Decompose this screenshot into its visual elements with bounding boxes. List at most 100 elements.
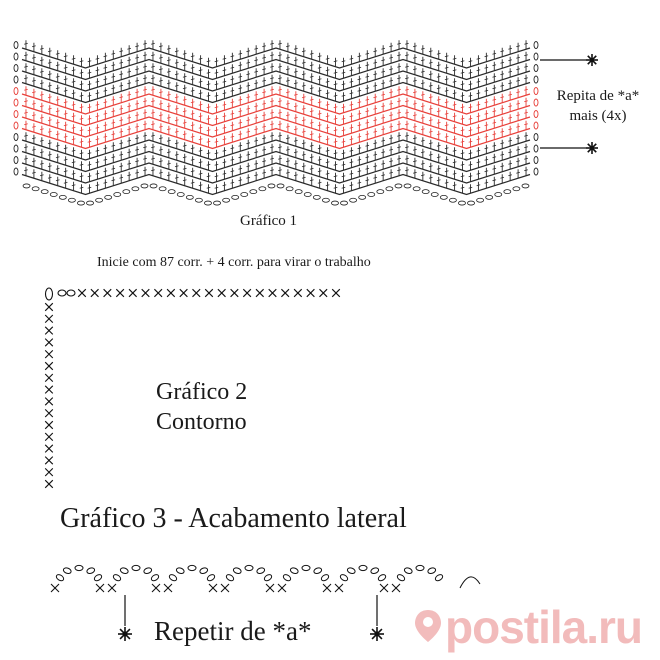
stitch-bar <box>71 184 76 187</box>
stitch-bar <box>55 156 60 159</box>
stitch-bar <box>357 158 362 161</box>
stitch-bar <box>151 100 155 103</box>
stitch-bar <box>278 134 282 137</box>
stitch-bar <box>293 139 298 142</box>
chain-loop <box>263 574 273 582</box>
stitch-bar <box>190 181 195 184</box>
stitch-bar <box>389 79 394 82</box>
stitch-bar <box>71 138 76 141</box>
stitch-bar <box>190 158 195 161</box>
x-stitch <box>154 288 163 298</box>
stitch-bar <box>301 107 306 110</box>
stitch-bar <box>254 59 259 62</box>
stitch-bar <box>341 129 346 132</box>
stitch-bar <box>278 54 282 57</box>
turning-chain <box>533 110 539 118</box>
stitch-bar <box>143 88 147 91</box>
chain-loop <box>494 192 503 197</box>
stitch-bar <box>373 96 378 99</box>
stitch-bar <box>508 70 513 73</box>
stitch-bar <box>174 142 179 145</box>
x-stitch <box>103 288 112 298</box>
chain-loop <box>113 192 122 197</box>
stitch-bar <box>524 54 528 57</box>
stitch-bar <box>206 60 211 63</box>
chain-loop <box>294 189 303 195</box>
stitch-bar <box>47 96 52 99</box>
stitch-bar <box>309 179 314 182</box>
stitch-bar <box>301 176 306 179</box>
stitch-bar <box>476 103 481 106</box>
stitch-bar <box>278 123 282 126</box>
stitch-bar <box>341 71 346 74</box>
stitch-bar <box>468 71 473 74</box>
stitch-bar <box>524 42 528 45</box>
stitch-bar <box>365 110 370 113</box>
stitch-bar <box>500 107 505 110</box>
turning-chain <box>13 52 19 61</box>
stitch-bar <box>405 123 409 126</box>
stitch-bar <box>341 94 346 97</box>
stitch-bar <box>135 137 140 140</box>
stitch-bar <box>190 135 195 138</box>
stitch-bar <box>39 47 44 50</box>
stitch-bar <box>158 160 163 163</box>
stitch-bar <box>182 98 187 101</box>
stitch-bar <box>127 174 132 177</box>
stitch-bar <box>111 98 116 101</box>
chain-loop <box>112 574 122 582</box>
stitch-bar <box>278 111 282 114</box>
chain-loop <box>93 574 103 582</box>
stitch-bar <box>405 111 409 114</box>
turning-chain <box>13 75 19 84</box>
x-stroke <box>230 288 239 298</box>
stitch-bar <box>516 125 521 128</box>
stitch-bar <box>190 101 195 104</box>
x-stitch <box>277 583 287 593</box>
turning-chain <box>533 121 539 130</box>
x-stitch <box>115 288 125 298</box>
chain-loop <box>512 186 521 192</box>
stitch-bar <box>500 165 505 168</box>
stitch-bar <box>397 88 401 91</box>
stitch-bar <box>428 130 433 133</box>
stitch-bar <box>365 52 370 55</box>
stitch-bar <box>246 84 251 87</box>
stitch-bar <box>436 87 441 90</box>
stitch-bar <box>317 89 322 92</box>
stitch-bar <box>111 144 116 147</box>
stitch-bar <box>95 172 100 175</box>
chain-loop <box>427 567 437 575</box>
stitch-bar <box>24 146 28 149</box>
stitch-bar <box>103 66 108 69</box>
stitch-bar <box>420 151 425 154</box>
stitch-bar <box>24 100 28 103</box>
stitch-bar <box>516 148 521 151</box>
stitch-bar <box>47 176 52 179</box>
stitch-bar <box>428 176 433 179</box>
stitch-bar <box>230 135 235 138</box>
stitch-bar <box>174 130 179 133</box>
stitch-bar <box>516 114 521 117</box>
stitch-bar <box>317 112 322 115</box>
stitch-bar <box>151 123 155 126</box>
chain-loop <box>430 192 439 197</box>
x-stitch <box>319 288 328 298</box>
stitch-bar <box>206 140 211 143</box>
stitch-bar <box>301 165 306 168</box>
stitch-bar <box>484 78 489 81</box>
stitch-bar <box>24 111 28 114</box>
stitch-bar <box>500 50 505 53</box>
x-stitch <box>204 288 214 298</box>
x-stroke <box>44 326 54 335</box>
x-stitch <box>44 468 54 477</box>
x-stroke <box>166 288 176 298</box>
stitch-bar <box>31 91 36 94</box>
stitch-bar <box>524 146 528 149</box>
stitch-bar <box>341 152 346 155</box>
x-stroke <box>179 288 188 298</box>
stitch-bar <box>341 83 346 86</box>
stitch-bar <box>476 172 481 175</box>
stitch-bar <box>230 170 235 173</box>
stitch-bar <box>333 94 338 97</box>
